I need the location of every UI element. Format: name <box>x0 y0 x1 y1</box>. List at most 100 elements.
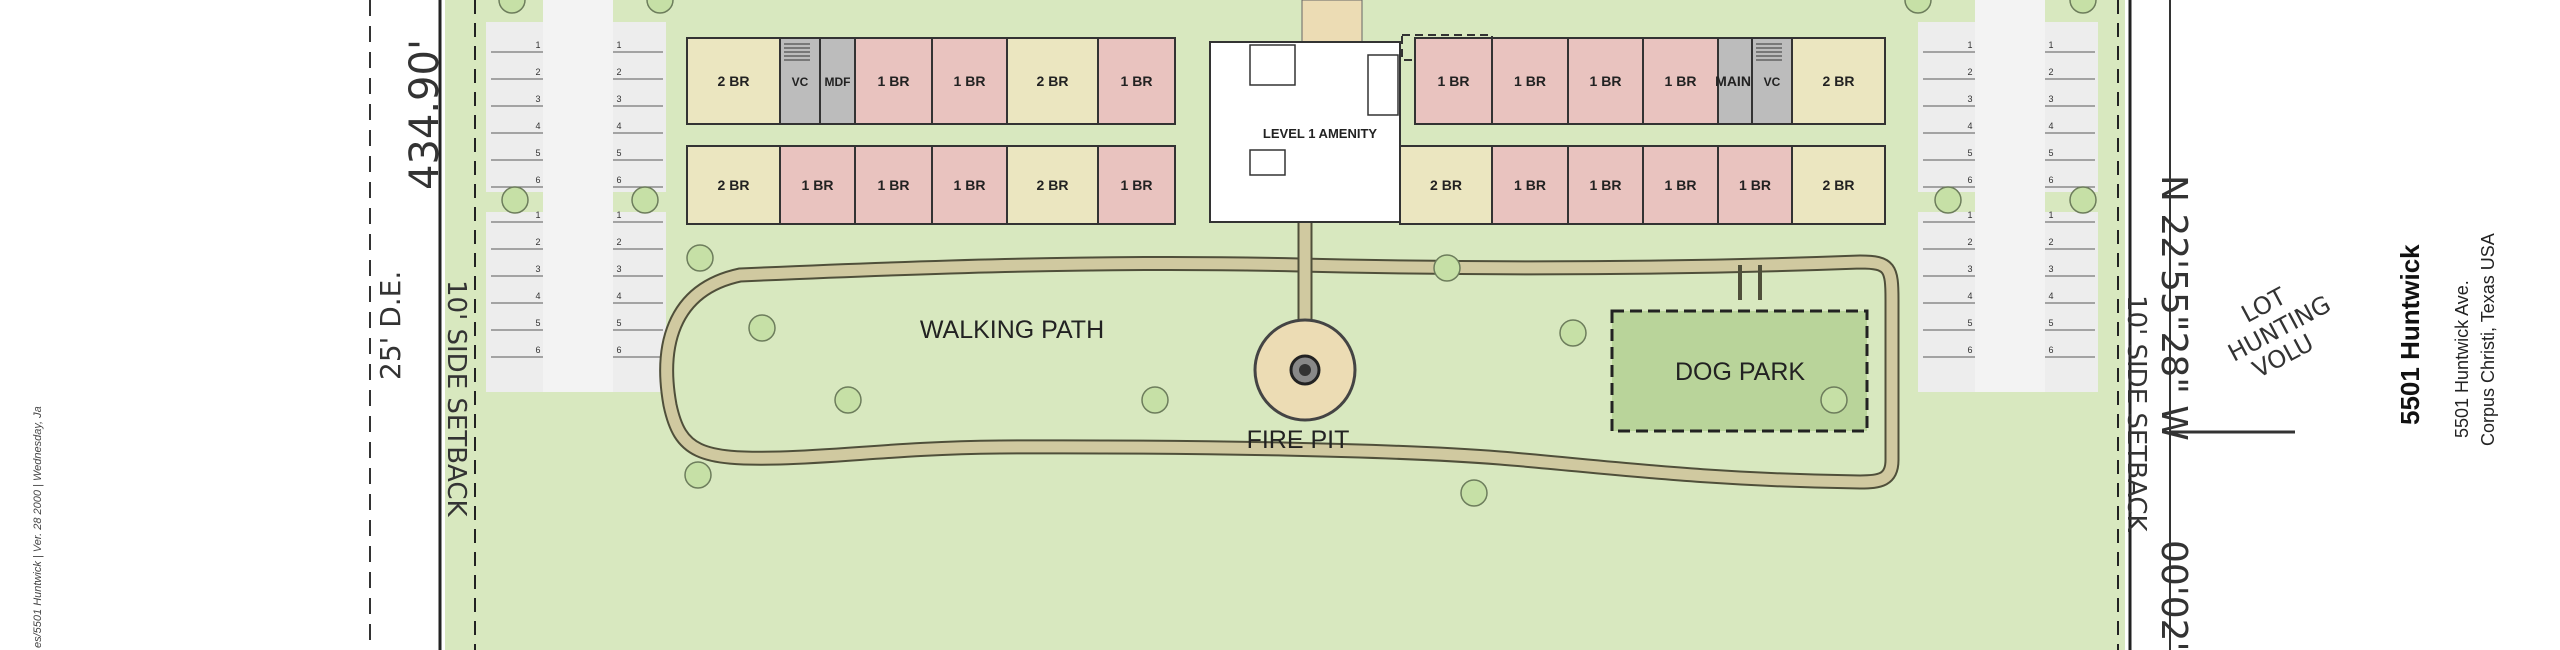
south-left-unit-2 <box>854 145 933 225</box>
parking-right-stall-number: 2 <box>1967 237 1972 247</box>
south-right-unit-2 <box>1567 145 1644 225</box>
north-right-unit-label-2: 1 BR <box>1590 73 1622 89</box>
parking-right-stall-number: 3 <box>1967 94 1972 104</box>
parking-right-stall-number: 4 <box>1967 291 1972 301</box>
north-left-unit-5 <box>1006 37 1099 125</box>
parking-left-stall-number: 1 <box>535 40 540 50</box>
north-right-unit-label-5: MAIN. <box>1715 73 1755 89</box>
parking-right-stall-number: 5 <box>2048 318 2053 328</box>
parking-right-stall-number: 4 <box>2048 121 2053 131</box>
north-left-unit-6 <box>1097 37 1176 125</box>
setback-label-right: 10' SIDE SETBACK <box>2121 295 2151 533</box>
tree-icon <box>684 461 712 489</box>
south-right-unit-label-2: 1 BR <box>1590 177 1622 193</box>
south-left-unit-label-4: 2 BR <box>1037 177 1069 193</box>
north-left-unit-label-1: VC <box>792 75 809 89</box>
parking-right-stall-number: 6 <box>1967 345 1972 355</box>
tree-icon <box>1820 386 1848 414</box>
tree-icon <box>1559 319 1587 347</box>
parking-right-stall-number: 6 <box>1967 175 1972 185</box>
north-right-unit-1 <box>1491 37 1569 125</box>
stair-icon <box>784 43 810 61</box>
parking-left-stall-number: 3 <box>535 264 540 274</box>
north-left-unit-label-6: 1 BR <box>1121 73 1153 89</box>
parking-left-stall-number: 5 <box>535 148 540 158</box>
parking-left-stall-number: 3 <box>616 94 621 104</box>
parking-right-stall-number: 3 <box>2048 264 2053 274</box>
fire-pit-label: FIRE PIT <box>1247 426 1350 454</box>
south-right-unit-label-1: 1 BR <box>1514 177 1546 193</box>
north-right-unit-label-7: 2 BR <box>1823 73 1855 89</box>
parking-left-stall-number: 2 <box>535 237 540 247</box>
south-left-unit-3 <box>931 145 1008 225</box>
parking-right-stall-number: 5 <box>2048 148 2053 158</box>
north-right-unit-label-1: 1 BR <box>1514 73 1546 89</box>
parking-right <box>1918 0 2098 392</box>
parking-right-stall-number: 1 <box>1967 210 1972 220</box>
tree-icon <box>1460 479 1488 507</box>
parking-left-stall-number: 3 <box>616 264 621 274</box>
parking-left-stall-number: 6 <box>616 345 621 355</box>
parking-left <box>486 0 666 392</box>
south-left-unit-label-2: 1 BR <box>878 177 910 193</box>
parking-right-stall-number: 4 <box>2048 291 2053 301</box>
stair-icon <box>1756 43 1782 61</box>
project-address-line1: 5501 Huntwick Ave. <box>2452 280 2472 438</box>
parking-left-stall-number: 4 <box>535 121 540 131</box>
parking-left-stall-number: 5 <box>535 318 540 328</box>
parking-left-stall-number: 1 <box>535 210 540 220</box>
north-right-unit-label-0: 1 BR <box>1438 73 1470 89</box>
north-right-unit-label-3: 1 BR <box>1665 73 1697 89</box>
path-connectors <box>1297 222 1762 325</box>
north-left-unit-label-3: 1 BR <box>878 73 910 89</box>
walking-path-label: WALKING PATH <box>920 316 1104 344</box>
bearing-label: N 22'55"28" W <box>2153 175 2194 441</box>
south-left-unit-label-0: 2 BR <box>718 177 750 193</box>
tree-icon <box>2069 186 2097 214</box>
tree-icon <box>501 186 529 214</box>
north-left-unit-3 <box>854 37 933 125</box>
south-right-unit-label-5: 2 BR <box>1823 177 1855 193</box>
north-left-unit-label-5: 2 BR <box>1037 73 1069 89</box>
parking-right-stall-number: 5 <box>1967 318 1972 328</box>
south-left-unit-4 <box>1006 145 1099 225</box>
parking-left-stall-number: 2 <box>616 67 621 77</box>
north-left-unit-label-2: MDF <box>825 75 851 89</box>
parking-left-stall-number: 2 <box>535 67 540 77</box>
north-left-unit-label-4: 1 BR <box>954 73 986 89</box>
parking-left-stall-number: 3 <box>535 94 540 104</box>
south-left-unit-label-3: 1 BR <box>954 177 986 193</box>
north-right-unit-label-6: VC <box>1764 75 1781 89</box>
south-right-unit-label-0: 2 BR <box>1430 177 1462 193</box>
parking-right-stall-number: 2 <box>2048 67 2053 77</box>
south-right-unit-label-3: 1 BR <box>1665 177 1697 193</box>
tree-icon <box>1433 254 1461 282</box>
dog-park <box>1610 309 1869 433</box>
tree-icon <box>1934 186 1962 214</box>
parking-left-stall-number: 4 <box>616 291 621 301</box>
south-left-unit-0 <box>686 145 781 225</box>
tree-icon <box>631 186 659 214</box>
parking-right-stall-number: 6 <box>2048 345 2053 355</box>
parking-right-stall-number: 1 <box>2048 210 2053 220</box>
north-right-unit-0 <box>1414 37 1493 125</box>
parking-right-stall-number: 1 <box>2048 40 2053 50</box>
parking-left-stall-number: 2 <box>616 237 621 247</box>
tree-icon <box>1904 0 1932 14</box>
south-right-unit-5 <box>1791 145 1886 225</box>
parking-left-stall-number: 1 <box>616 210 621 220</box>
parking-left-stall-number: 5 <box>616 148 621 158</box>
parking-right-stall-number: 3 <box>2048 94 2053 104</box>
amenity-label: LEVEL 1 AMENITY <box>1263 126 1377 141</box>
setback-label-left: 10' SIDE SETBACK <box>441 280 471 518</box>
north-right-unit-7 <box>1791 37 1886 125</box>
tree-icon <box>834 386 862 414</box>
dimension-label-bottom-right: 00'02" <box>2153 540 2194 650</box>
south-right-unit-0 <box>1399 145 1493 225</box>
tree-icon <box>686 244 714 272</box>
parking-right-stall-number: 2 <box>2048 237 2053 247</box>
south-left-unit-5 <box>1097 145 1176 225</box>
parking-left-stall-number: 4 <box>535 291 540 301</box>
parking-left-stall-number: 5 <box>616 318 621 328</box>
